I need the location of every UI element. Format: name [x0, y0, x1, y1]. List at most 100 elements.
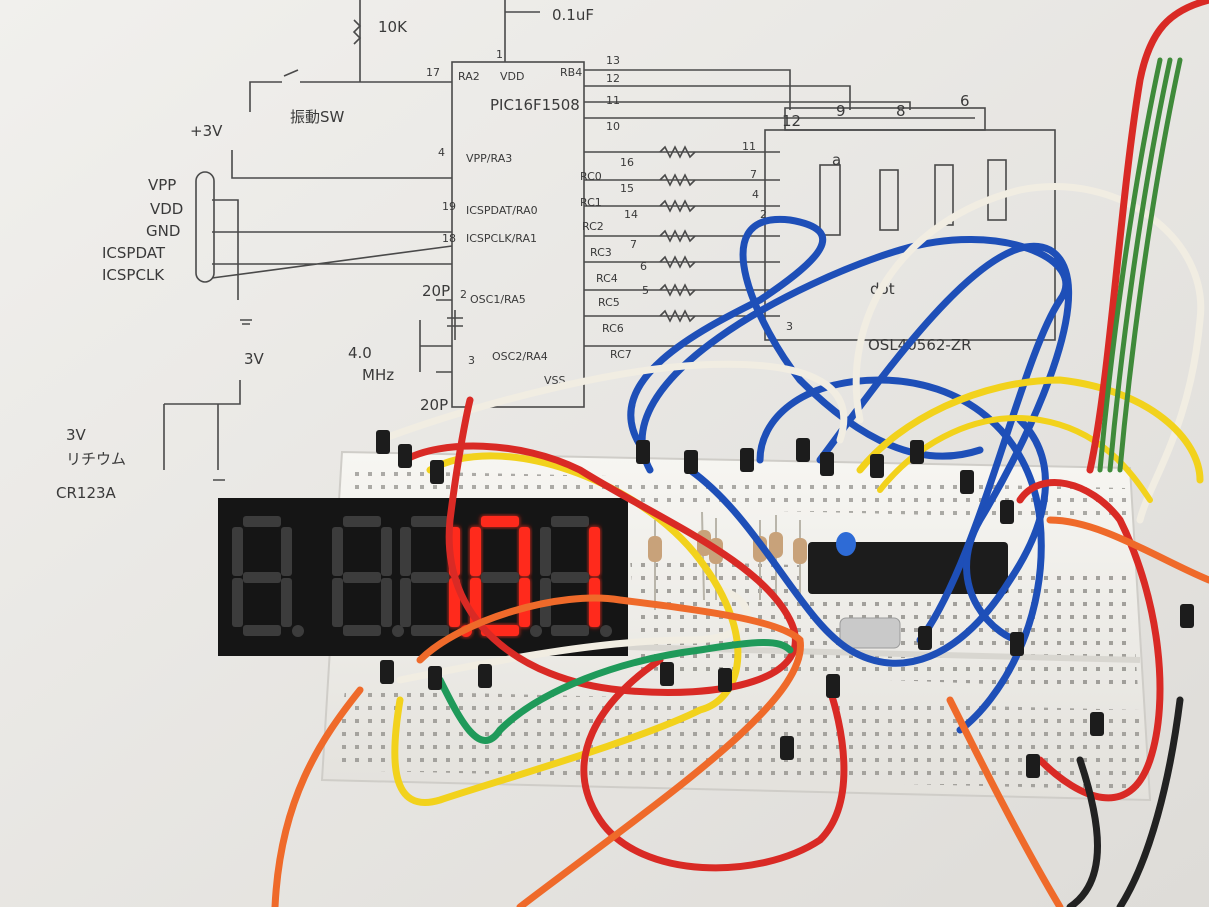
seg-pin-3: 3: [786, 320, 793, 333]
battery-model: CR123A: [56, 484, 117, 502]
pin-rc1: RC1: [580, 196, 602, 209]
pin-rc5: RC5: [598, 296, 620, 309]
pin-ra2: RA2: [458, 70, 480, 83]
digit-1-seg-f: [232, 527, 243, 576]
digit-2-seg-c: [381, 578, 392, 627]
header-icspdat: ICSPDAT: [102, 244, 166, 262]
digit-1-seg-b: [281, 527, 292, 576]
pin-num-18: 18: [442, 232, 456, 245]
digit-5-seg-g: [551, 572, 589, 583]
pin-num-15: 15: [620, 182, 634, 195]
battery-type: リチウム: [66, 450, 126, 468]
digit-2-decimal-point: [392, 625, 404, 637]
crystal: [839, 617, 901, 649]
pin-num-13: 13: [606, 54, 620, 67]
seg-pin-2: 2: [760, 208, 767, 221]
digit-3-seg-d: [411, 625, 449, 636]
digit-4-seg-a: [481, 516, 519, 527]
digit-5-decimal-point: [600, 625, 612, 637]
label-20p-bottom: 20P: [420, 396, 448, 414]
digit-4-decimal-point: [530, 625, 542, 637]
digit-4-seg-c: [519, 578, 530, 627]
blue-capacitor: [836, 532, 856, 556]
pin-num-4: 4: [438, 146, 445, 159]
pin-num-11: 11: [606, 94, 620, 107]
digit-5-seg-f: [540, 527, 551, 576]
pin-rc7: RC7: [610, 348, 632, 361]
label-display-part: OSL40562-ZR: [868, 336, 972, 354]
wire-blue-4: [686, 416, 1049, 667]
header-vpp: VPP: [148, 176, 176, 194]
wire-ribbon: [1097, 57, 1183, 473]
pin-num-19: 19: [442, 200, 456, 213]
pin-rb4: RB4: [560, 66, 582, 79]
wire-red-4: [1086, 0, 1209, 474]
pin-num-7: 7: [630, 238, 637, 251]
header-icspclk: ICSPCLK: [102, 266, 165, 284]
digit-2-seg-a: [343, 516, 381, 527]
digit-5-seg-c: [589, 578, 600, 627]
digit-3-seg-e: [400, 578, 411, 627]
pin-rc3: RC3: [590, 246, 612, 259]
pin-rc2: RC2: [582, 220, 604, 233]
display-digits: [232, 516, 612, 637]
digit-4-seg-b: [519, 527, 530, 576]
digit-3-seg-g: [411, 572, 449, 583]
wire-orange-3: [946, 696, 1064, 907]
pin-num-16: 16: [620, 156, 634, 169]
digit-3-seg-a: [411, 516, 449, 527]
digit-3-seg-f: [400, 527, 411, 576]
pin-rc4: RC4: [596, 272, 618, 285]
wire-white-1: [376, 360, 848, 444]
digit-1-seg-a: [243, 516, 281, 527]
digit-2-seg-d: [343, 625, 381, 636]
wire-black-1: [1066, 696, 1184, 907]
pin-rc0: RC0: [580, 170, 602, 183]
header-gnd: GND: [146, 222, 180, 240]
label-3v: 3V: [244, 350, 265, 368]
label-20p-top: 20P: [422, 282, 450, 300]
seg-pin-4: 4: [752, 188, 759, 201]
digit-pin-6: 6: [960, 92, 970, 110]
wire-orange-4: [1046, 516, 1209, 584]
digit-pin-8: 8: [896, 102, 906, 120]
wire-connectors: [376, 430, 1194, 778]
digit-2-seg-g: [343, 572, 381, 583]
pin-osc2: OSC2/RA4: [492, 350, 548, 363]
label-0-1uf: 0.1uF: [552, 6, 594, 24]
wire-green-1: [436, 639, 794, 744]
wire-yellow-2: [856, 376, 1204, 484]
label-switch: 振動SW: [290, 108, 345, 126]
pin-num-6: 6: [640, 260, 647, 273]
pin-num-3: 3: [468, 354, 475, 367]
digit-5-seg-d: [551, 625, 589, 636]
pin-icspclk: ICSPCLK/RA1: [466, 232, 537, 245]
chip-outline: [451, 61, 585, 408]
digit-pin-9: 9: [836, 102, 846, 120]
wire-orange-1: [271, 686, 364, 907]
pin-num-1: 1: [496, 48, 503, 61]
wire-red-1: [401, 396, 799, 696]
digit-2-seg-e: [332, 578, 343, 627]
pic-chip: [808, 542, 1008, 594]
wire-orange-2: [416, 594, 804, 907]
pin-num-10: 10: [606, 120, 620, 133]
pin-icspdat: ICSPDAT/RA0: [466, 204, 538, 217]
label-crystal-unit: MHz: [362, 366, 394, 384]
segment-a-label: a: [832, 151, 841, 169]
digit-1-seg-e: [232, 578, 243, 627]
seven-segment-display: [218, 498, 628, 656]
pin-num-17: 17: [426, 66, 440, 79]
wire-red-3: [1016, 479, 1164, 802]
seg-pin-11: 11: [742, 140, 756, 153]
digit-4-seg-g: [481, 572, 519, 583]
digit-1-seg-g: [243, 572, 281, 583]
pin-num-14: 14: [624, 208, 638, 221]
digit-4-seg-f: [470, 527, 481, 576]
pin-vpp: VPP/RA3: [466, 152, 512, 165]
schematic-drawing: [163, 0, 1056, 481]
digit-5-seg-a: [551, 516, 589, 527]
pin-osc1: OSC1/RA5: [470, 293, 526, 306]
pin-num-5: 5: [642, 284, 649, 297]
